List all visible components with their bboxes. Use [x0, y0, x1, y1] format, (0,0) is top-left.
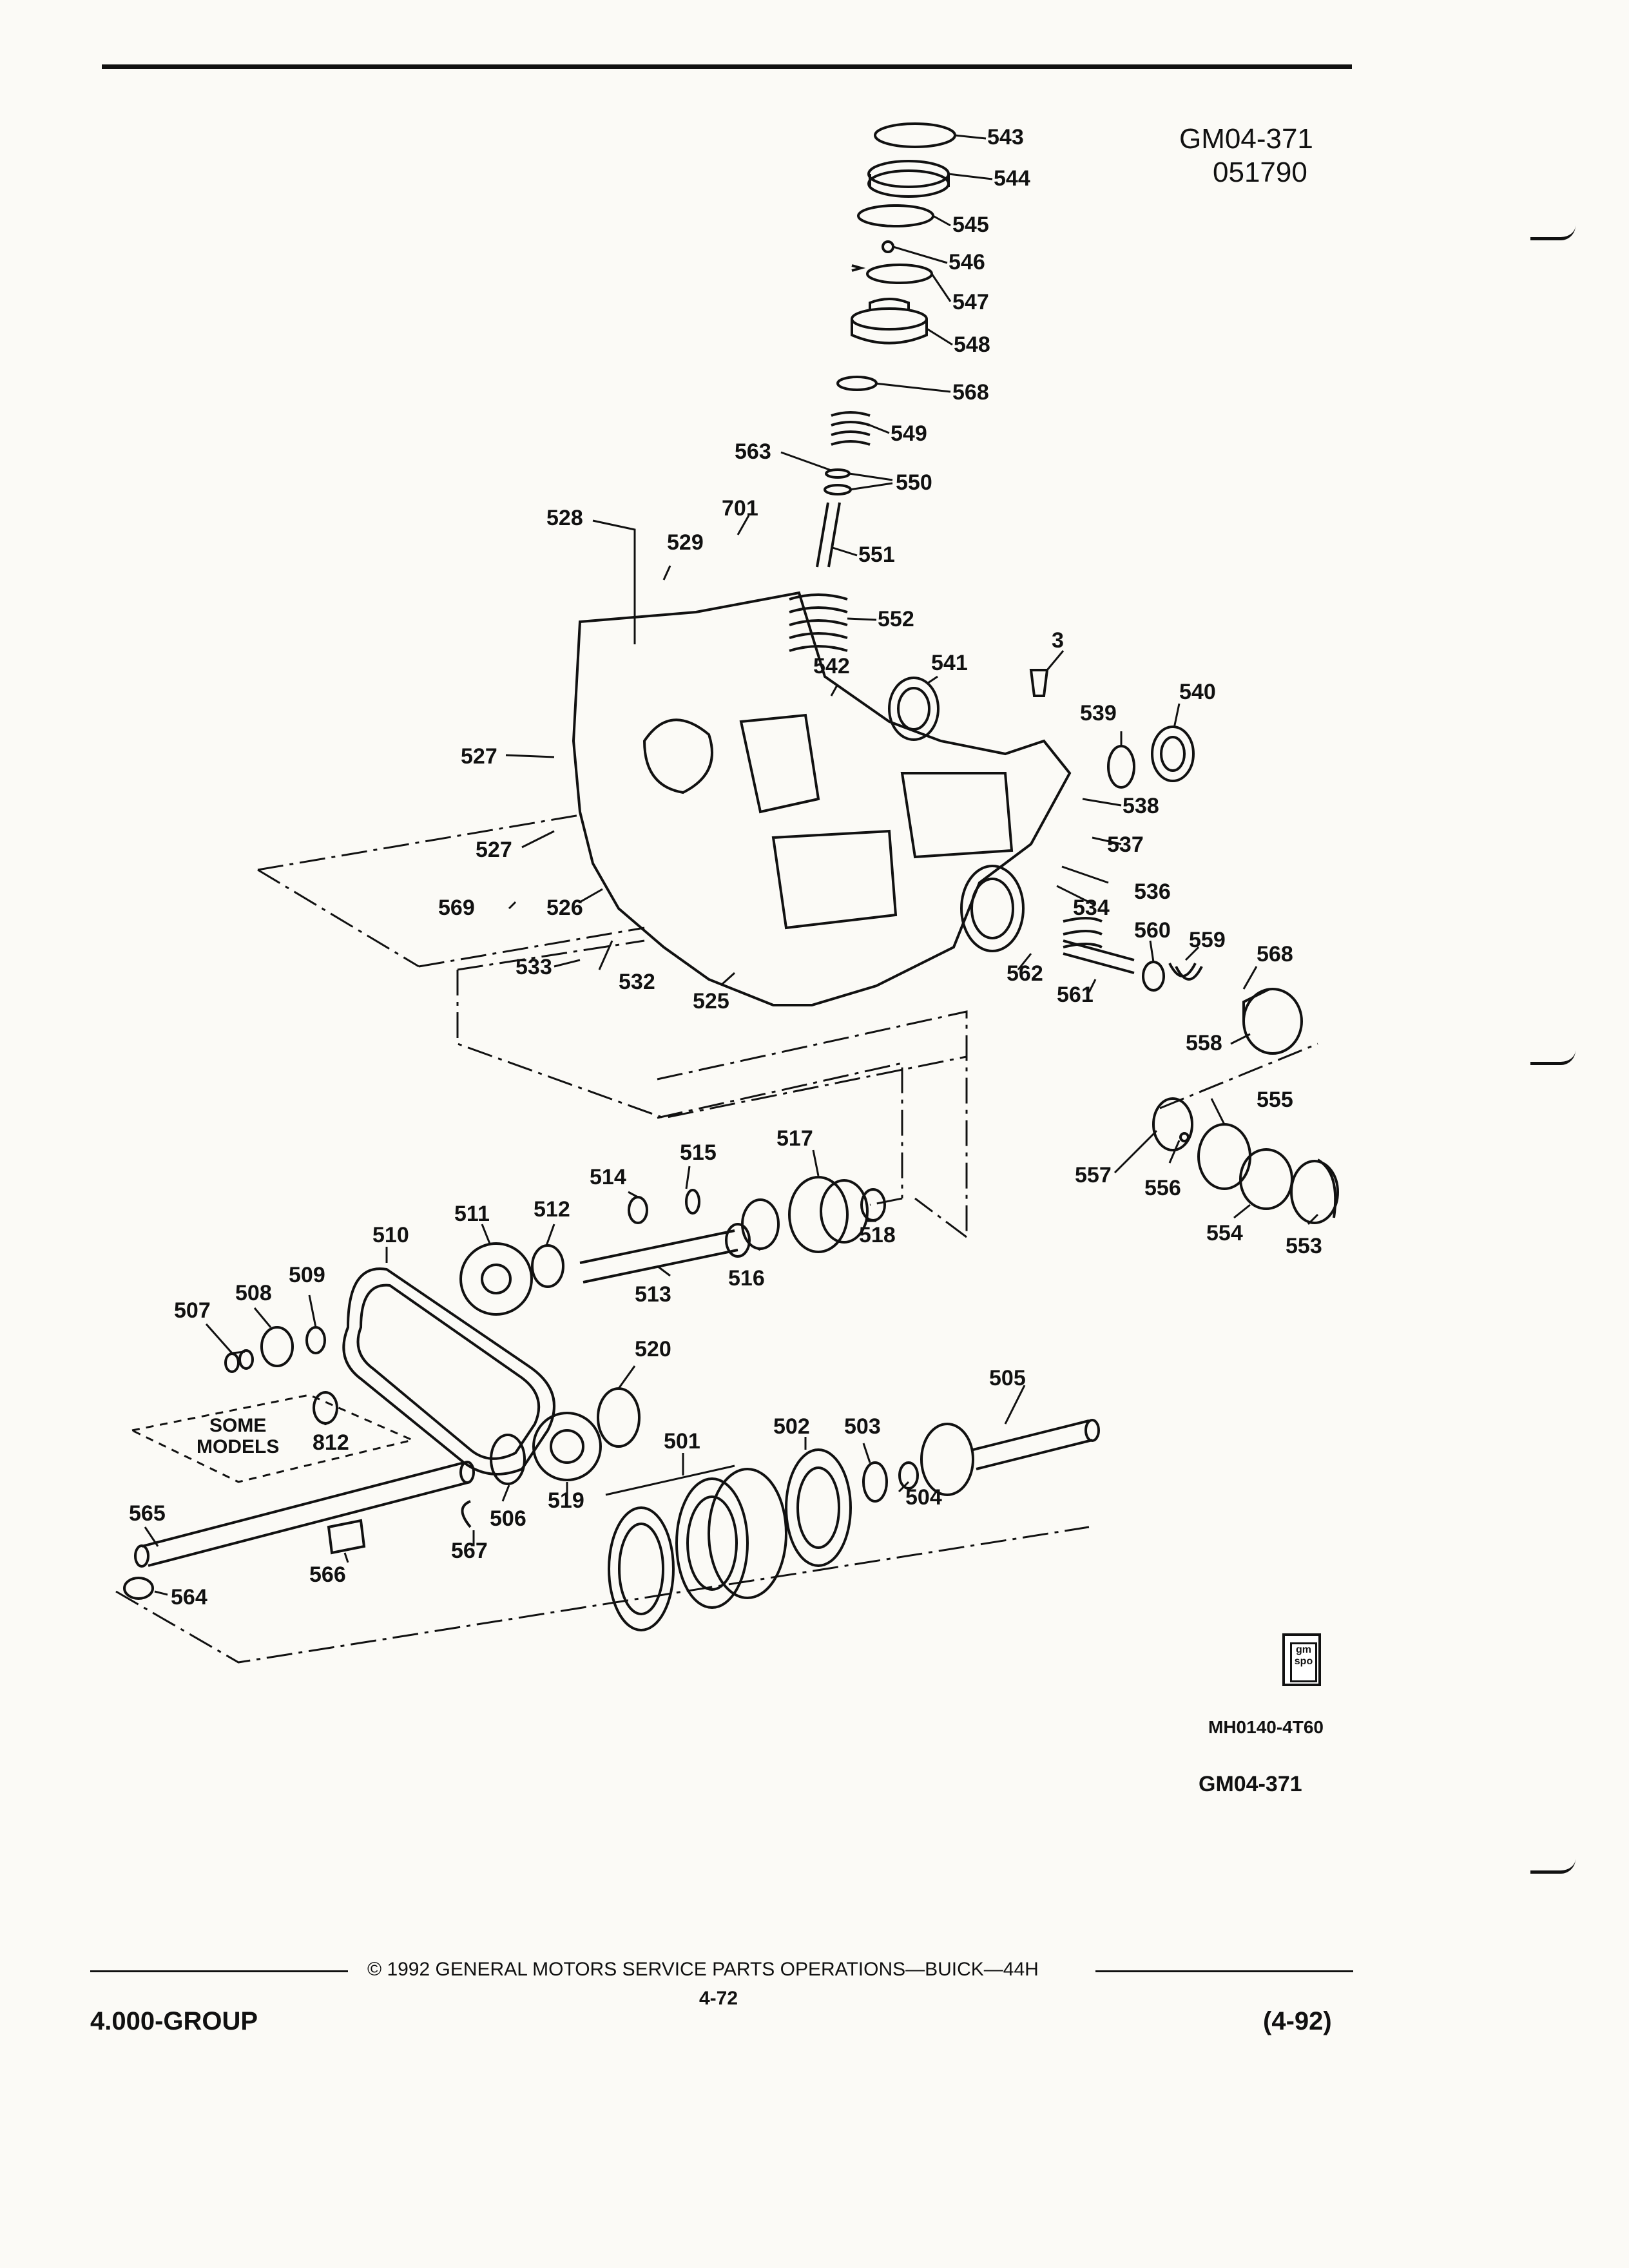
- callout-528: 528: [546, 506, 583, 530]
- diagram-artwork: [115, 122, 1339, 1664]
- callout-567: 567: [451, 1539, 488, 1563]
- callout-539: 539: [1080, 701, 1117, 726]
- callout-556: 556: [1144, 1176, 1181, 1200]
- callout-553: 553: [1286, 1234, 1322, 1258]
- callout-519: 519: [548, 1488, 584, 1513]
- illustration-code: MH0140-4T60: [1208, 1717, 1324, 1737]
- document-id-footer: GM04-371: [1199, 1772, 1302, 1796]
- some-models-note: SOME MODELS: [197, 1415, 279, 1457]
- callout-525: 525: [693, 989, 729, 1014]
- callout-533: 533: [516, 955, 552, 979]
- callout-547: 547: [952, 290, 989, 314]
- callout-555: 555: [1257, 1088, 1293, 1112]
- callout-557: 557: [1075, 1163, 1112, 1187]
- footer-rule-right: [1095, 1970, 1353, 1972]
- callout-558: 558: [1186, 1031, 1222, 1055]
- callout-506: 506: [490, 1506, 526, 1531]
- footer-copyright: © 1992 GENERAL MOTORS SERVICE PARTS OPER…: [367, 1959, 1039, 1980]
- callout-508: 508: [235, 1281, 272, 1305]
- page-edge-mark: [1530, 1859, 1576, 1874]
- footer-revision: (4-92): [1263, 2007, 1332, 2035]
- callout-549: 549: [891, 421, 927, 446]
- callout-546: 546: [949, 250, 985, 274]
- callout-563: 563: [735, 439, 771, 464]
- callout-538: 538: [1123, 794, 1159, 818]
- top-rule: [102, 64, 1352, 69]
- callout-504: 504: [905, 1485, 942, 1510]
- callout-527-lower: 527: [476, 838, 512, 862]
- footer-page-number: 4-72: [699, 1988, 738, 2009]
- document-id-block: GM04-371 051790: [1179, 122, 1313, 189]
- callout-565: 565: [129, 1501, 166, 1526]
- callout-516: 516: [728, 1266, 765, 1291]
- some-models-line1: SOME: [209, 1415, 266, 1436]
- callout-701: 701: [722, 496, 758, 521]
- callout-545: 545: [952, 213, 989, 237]
- callout-537: 537: [1107, 832, 1144, 857]
- page-edge-mark: [1530, 226, 1576, 240]
- callout-568-lower: 568: [1257, 942, 1293, 966]
- callout-502: 502: [773, 1414, 810, 1439]
- callout-513: 513: [635, 1282, 671, 1307]
- callout-510: 510: [372, 1223, 409, 1247]
- footer-rule-left: [90, 1970, 348, 1972]
- callout-505: 505: [989, 1366, 1026, 1390]
- callout-509: 509: [289, 1263, 325, 1287]
- callout-534: 534: [1073, 896, 1110, 920]
- callout-542: 542: [813, 654, 850, 678]
- callout-507: 507: [174, 1298, 211, 1323]
- callout-543: 543: [987, 125, 1024, 149]
- some-models-line2: MODELS: [197, 1436, 279, 1457]
- callout-514: 514: [590, 1165, 626, 1189]
- callout-541: 541: [931, 651, 968, 675]
- callout-532: 532: [619, 970, 655, 994]
- callout-560: 560: [1134, 918, 1171, 943]
- part-543-ring: [874, 122, 956, 148]
- callout-501: 501: [664, 1429, 700, 1454]
- callout-515: 515: [680, 1140, 717, 1165]
- callout-512: 512: [534, 1197, 570, 1222]
- callout-564: 564: [171, 1585, 207, 1610]
- callout-550: 550: [896, 470, 932, 495]
- leader-lines: [144, 134, 1319, 1596]
- callout-566: 566: [309, 1562, 346, 1587]
- callout-526: 526: [546, 896, 583, 920]
- callout-812: 812: [313, 1430, 349, 1455]
- callout-568-upper: 568: [952, 380, 989, 405]
- callout-520: 520: [635, 1337, 671, 1361]
- callout-551: 551: [858, 543, 895, 567]
- document-id: GM04-371: [1179, 123, 1313, 155]
- document-date: 051790: [1213, 157, 1307, 188]
- callout-562: 562: [1007, 961, 1043, 986]
- callout-3: 3: [1052, 628, 1064, 653]
- callout-536: 536: [1134, 879, 1171, 904]
- callout-569: 569: [438, 896, 475, 920]
- callout-518: 518: [859, 1223, 896, 1247]
- page-edge-mark: [1530, 1050, 1576, 1065]
- callout-544: 544: [994, 166, 1030, 191]
- callout-540: 540: [1179, 680, 1216, 704]
- callout-552: 552: [878, 607, 914, 631]
- callout-527-upper: 527: [461, 744, 497, 769]
- callout-561: 561: [1057, 983, 1094, 1007]
- callout-labels: 543 544 545 546 547 548 568 549 563 550 …: [129, 125, 1322, 1610]
- callout-559: 559: [1189, 928, 1226, 952]
- callout-548: 548: [954, 332, 990, 357]
- callout-503: 503: [844, 1414, 881, 1439]
- callout-511: 511: [454, 1202, 490, 1226]
- callout-529: 529: [667, 530, 704, 555]
- footer-group: 4.000-GROUP: [90, 2007, 258, 2035]
- callout-554: 554: [1206, 1221, 1243, 1245]
- callout-517: 517: [776, 1126, 813, 1151]
